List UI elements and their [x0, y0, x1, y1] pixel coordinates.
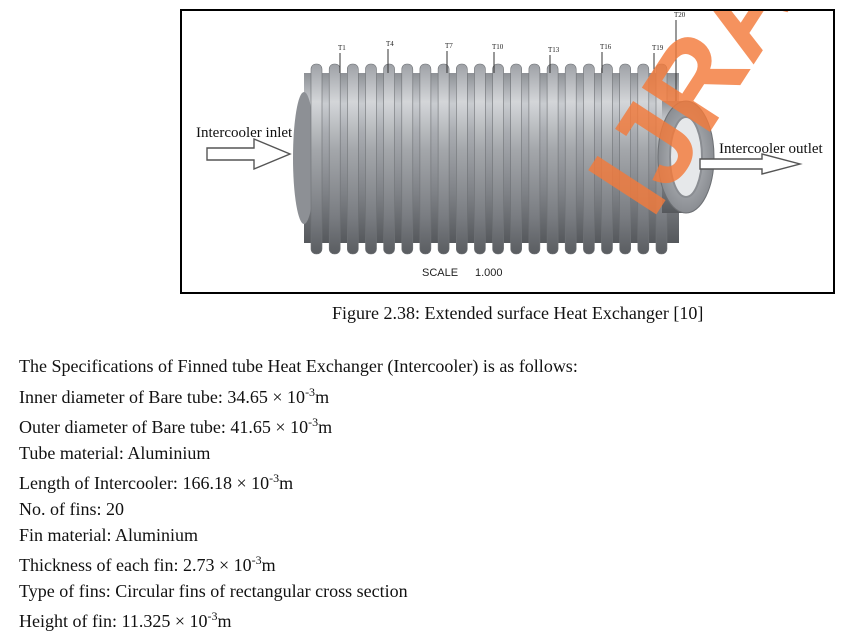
spec-item: Length of Intercooler: 166.18 × 10-3m [19, 466, 578, 497]
spec-label: No. of fins: [19, 498, 106, 519]
fin [347, 63, 359, 255]
spec-label: Type of fins: [19, 580, 116, 601]
spec-intro: The Specifications of Finned tube Heat E… [19, 356, 578, 376]
spec-value: 2.73 × 10 [182, 555, 252, 576]
fin [310, 63, 323, 255]
inlet-arrow [206, 137, 292, 171]
spec-exponent: -3 [269, 471, 280, 486]
spec-item: Fin material: Aluminium [19, 523, 578, 549]
spec-item: Type of fins: Circular fins of rectangul… [19, 579, 578, 605]
spec-exponent: -3 [305, 384, 316, 399]
fin [528, 63, 541, 255]
fin [383, 63, 395, 255]
spec-label: Thickness of each fin: [19, 555, 183, 576]
fin [455, 63, 468, 255]
outlet-pipe [657, 100, 715, 214]
fin [474, 63, 486, 255]
scale-value: 1.000 [475, 267, 503, 279]
thermocouple-label: T7 [445, 42, 453, 50]
spec-value: Aluminium [127, 442, 211, 463]
spec-value: 11.325 × 10 [121, 611, 208, 632]
thermocouple-label: T20 [674, 11, 686, 19]
spec-value: 166.18 × 10 [182, 473, 270, 494]
spec-value: Circular fins of rectangular cross secti… [115, 580, 408, 601]
spec-item: Inner diameter of Bare tube: 34.65 × 10-… [19, 380, 578, 411]
outlet-label: Intercooler outlet [719, 141, 824, 157]
fin [437, 63, 450, 255]
inlet-cap [293, 92, 315, 224]
fin [328, 63, 341, 255]
thermocouple-labels: T1 T4 T7 T10 T13 T16 T19 T20 [338, 11, 686, 101]
spec-value: Aluminium [115, 524, 199, 545]
spec-item: Tube material: Aluminium [19, 441, 578, 467]
spec-item: No. of fins: 20 [19, 497, 578, 523]
spec-label: Inner diameter of Bare tube: [19, 386, 228, 407]
fin [401, 63, 414, 255]
fin [583, 63, 595, 255]
spec-value: 20 [106, 498, 124, 519]
thermocouple-label: T16 [600, 43, 612, 51]
spec-exponent: -3 [251, 553, 262, 568]
fin [546, 63, 559, 255]
fin [601, 63, 613, 255]
thermocouple-label: T1 [338, 44, 346, 52]
fin [510, 63, 523, 255]
spec-list: Inner diameter of Bare tube: 34.65 × 10-… [19, 380, 578, 635]
fin [637, 63, 650, 255]
fin [365, 63, 377, 255]
spec-value: 34.65 × 10 [227, 386, 306, 407]
inlet-label: Intercooler inlet [196, 125, 293, 141]
thermocouple-label: T4 [386, 40, 394, 48]
spec-label: Height of fin: [19, 611, 122, 632]
spec-exponent: -3 [207, 609, 218, 624]
spec-label: Tube material: [19, 442, 128, 463]
spec-unit: m [315, 386, 330, 407]
spec-label: Fin material: [19, 524, 115, 545]
figure-caption: Figure 2.38: Extended surface Heat Excha… [332, 303, 704, 323]
specifications: The Specifications of Finned tube Heat E… [19, 354, 578, 635]
thermocouple-label: T19 [652, 44, 664, 52]
spec-label: Outer diameter of Bare tube: [19, 417, 231, 438]
spec-unit: m [279, 473, 294, 494]
thermocouple-label: T13 [548, 46, 560, 54]
fin [619, 63, 632, 255]
spec-unit: m [217, 611, 232, 632]
spec-item: Outer diameter of Bare tube: 41.65 × 10-… [19, 410, 578, 441]
fin [419, 63, 432, 255]
spec-exponent: -3 [308, 415, 319, 430]
fins-group [310, 63, 668, 255]
thermocouple-label: T10 [492, 43, 504, 51]
spec-unit: m [261, 555, 276, 576]
outlet-arrow [699, 153, 803, 175]
spec-item: Thickness of each fin: 2.73 × 10-3m [19, 548, 578, 579]
spec-label: Length of Intercooler: [19, 473, 183, 494]
spec-value: 41.65 × 10 [230, 417, 309, 438]
scale-label: SCALE [422, 267, 458, 279]
fin [564, 63, 577, 255]
spec-unit: m [318, 417, 333, 438]
fin [492, 63, 504, 255]
